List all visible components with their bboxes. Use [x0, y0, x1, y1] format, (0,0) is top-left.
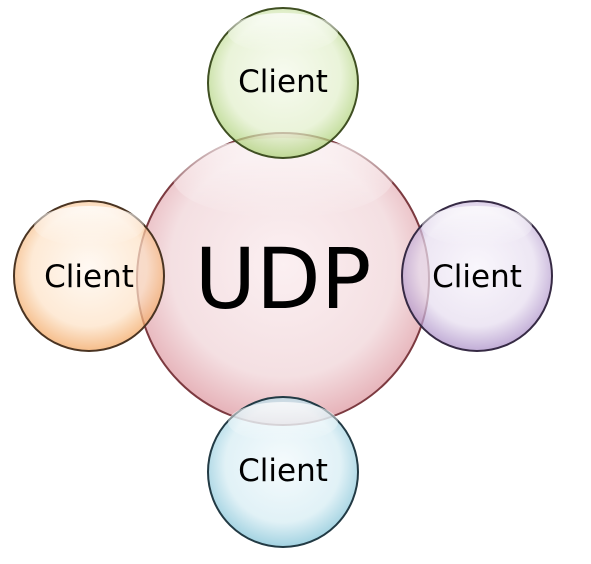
udp-gloss — [173, 138, 393, 218]
client-node-right: Client — [401, 200, 553, 352]
client-node-left: Client — [13, 200, 165, 352]
client-label-left: Client — [44, 259, 134, 295]
udp-node: UDP — [136, 132, 430, 426]
udp-label: UDP — [195, 230, 372, 328]
client-gloss-right — [422, 206, 532, 246]
client-gloss-top — [228, 13, 338, 53]
client-node-bottom: Client — [207, 396, 359, 548]
client-label-top: Client — [238, 64, 328, 100]
client-label-right: Client — [432, 259, 522, 295]
client-gloss-bottom — [228, 402, 338, 442]
client-label-bottom: Client — [238, 453, 328, 489]
client-node-top: Client — [207, 7, 359, 159]
client-gloss-left — [34, 206, 144, 246]
